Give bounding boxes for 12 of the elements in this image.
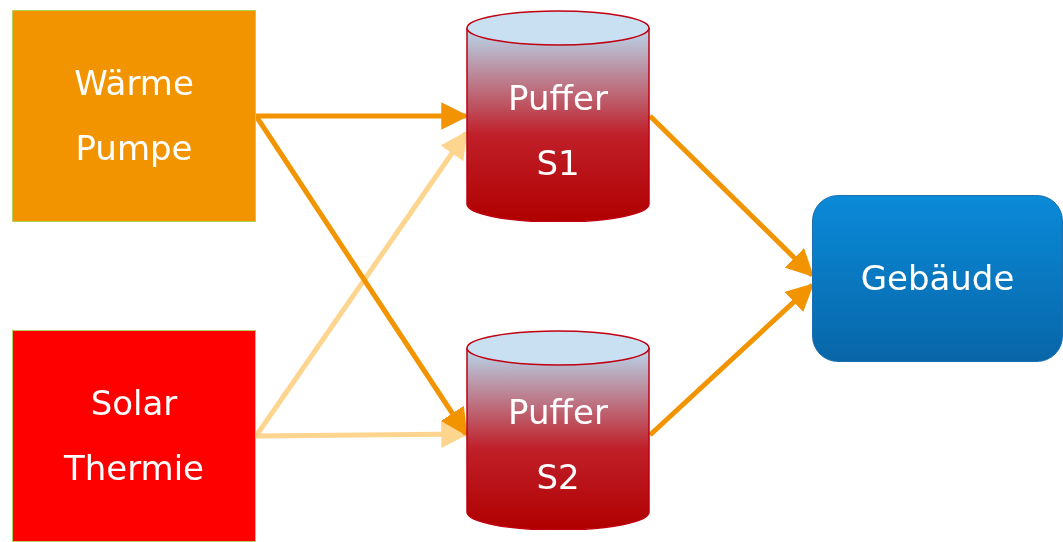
process-box bbox=[12, 330, 256, 542]
arrow bbox=[255, 420, 469, 448]
arrow bbox=[648, 283, 814, 437]
node-label: Puffer S2 bbox=[507, 391, 609, 499]
process-box bbox=[12, 10, 256, 222]
arrow bbox=[648, 114, 814, 278]
node-label: Puffer S1 bbox=[507, 77, 609, 185]
arrow bbox=[256, 102, 469, 130]
building-box bbox=[812, 195, 1063, 362]
node-label: Gebäude bbox=[860, 257, 1015, 301]
node-label: Solar Thermie bbox=[62, 382, 206, 490]
node-label: Wärme Pumpe bbox=[73, 62, 195, 170]
